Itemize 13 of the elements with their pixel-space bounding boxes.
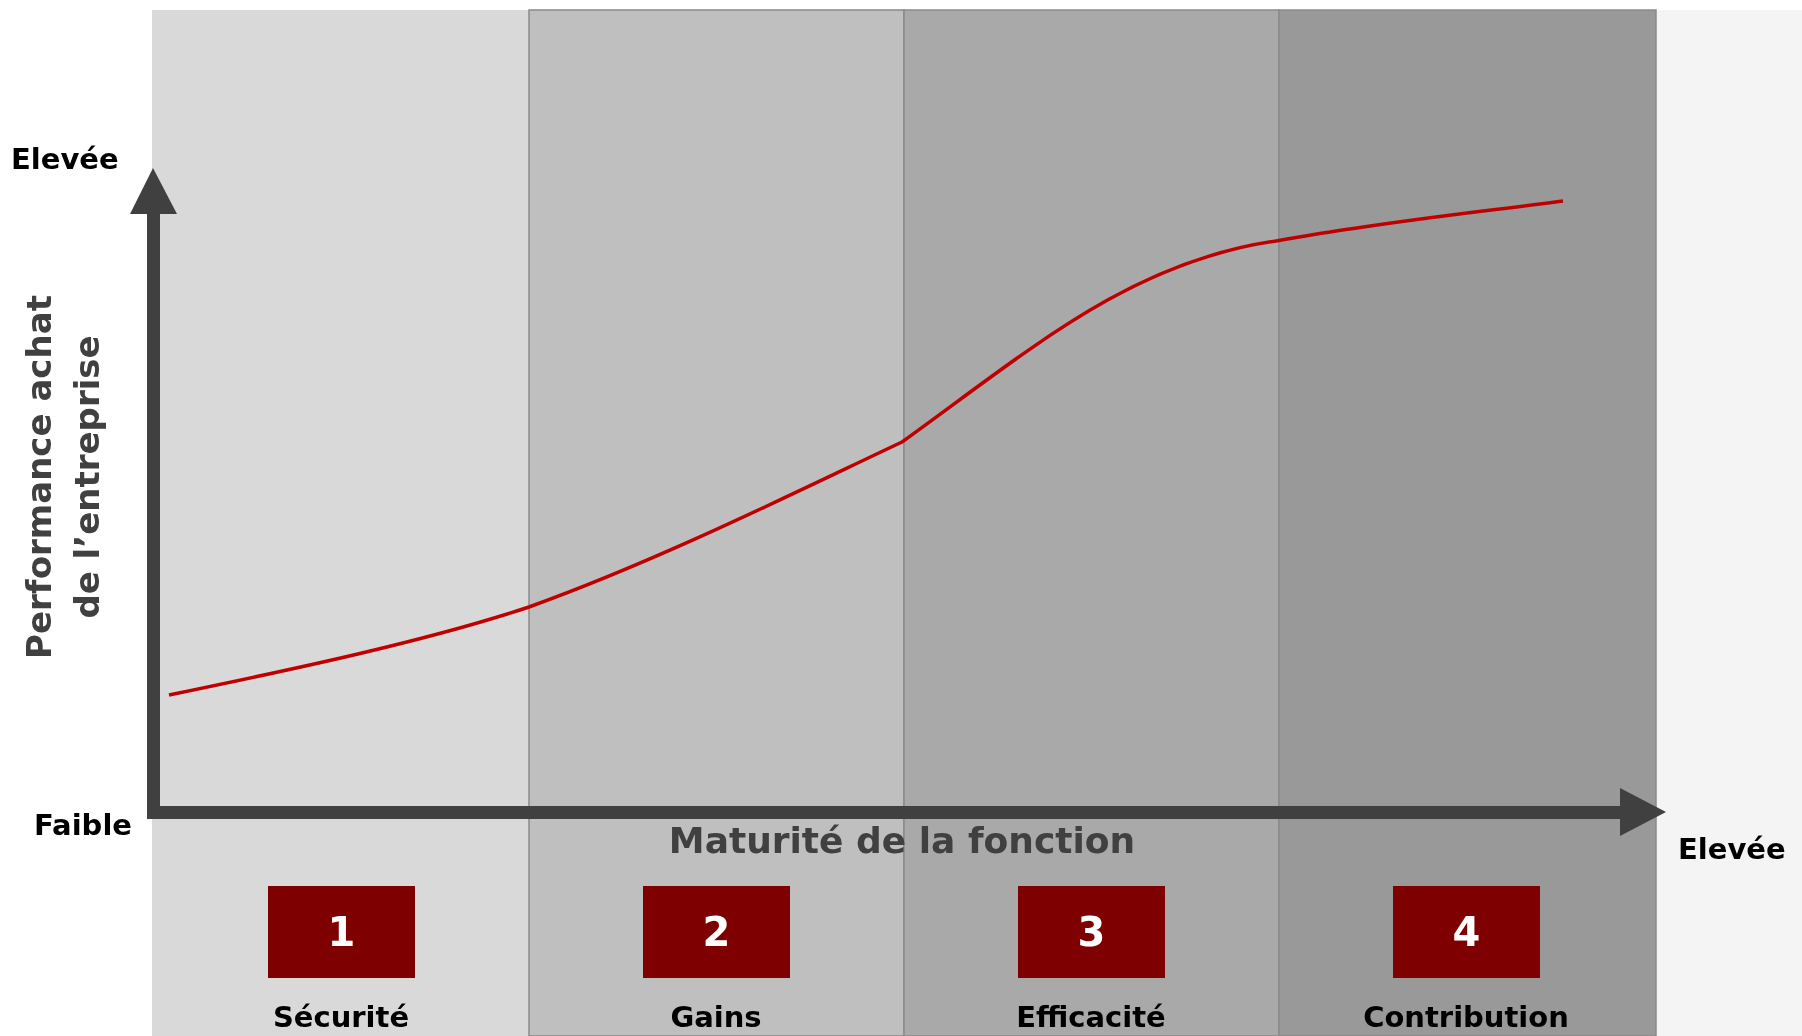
axis-title: Performance achat de l’entreprise <box>18 294 108 661</box>
stage-number-box: 2 <box>643 886 790 978</box>
axis-end-label: Elevée <box>11 142 119 176</box>
stage-number-box: 1 <box>268 886 415 978</box>
axis-title: Maturité de la fonction <box>668 820 1136 861</box>
stage-label: Efficacité <box>1016 1000 1166 1034</box>
axis-end-label: Elevée <box>1678 832 1786 866</box>
stage-label: Gains <box>670 1000 762 1034</box>
stage-number-box: 4 <box>1393 886 1540 978</box>
stage-label: Contribution <box>1363 1000 1569 1034</box>
stage-label: Sécurité <box>272 1000 410 1034</box>
stage-number-box: 3 <box>1018 886 1165 978</box>
axis-end-label: Faible <box>34 808 132 842</box>
